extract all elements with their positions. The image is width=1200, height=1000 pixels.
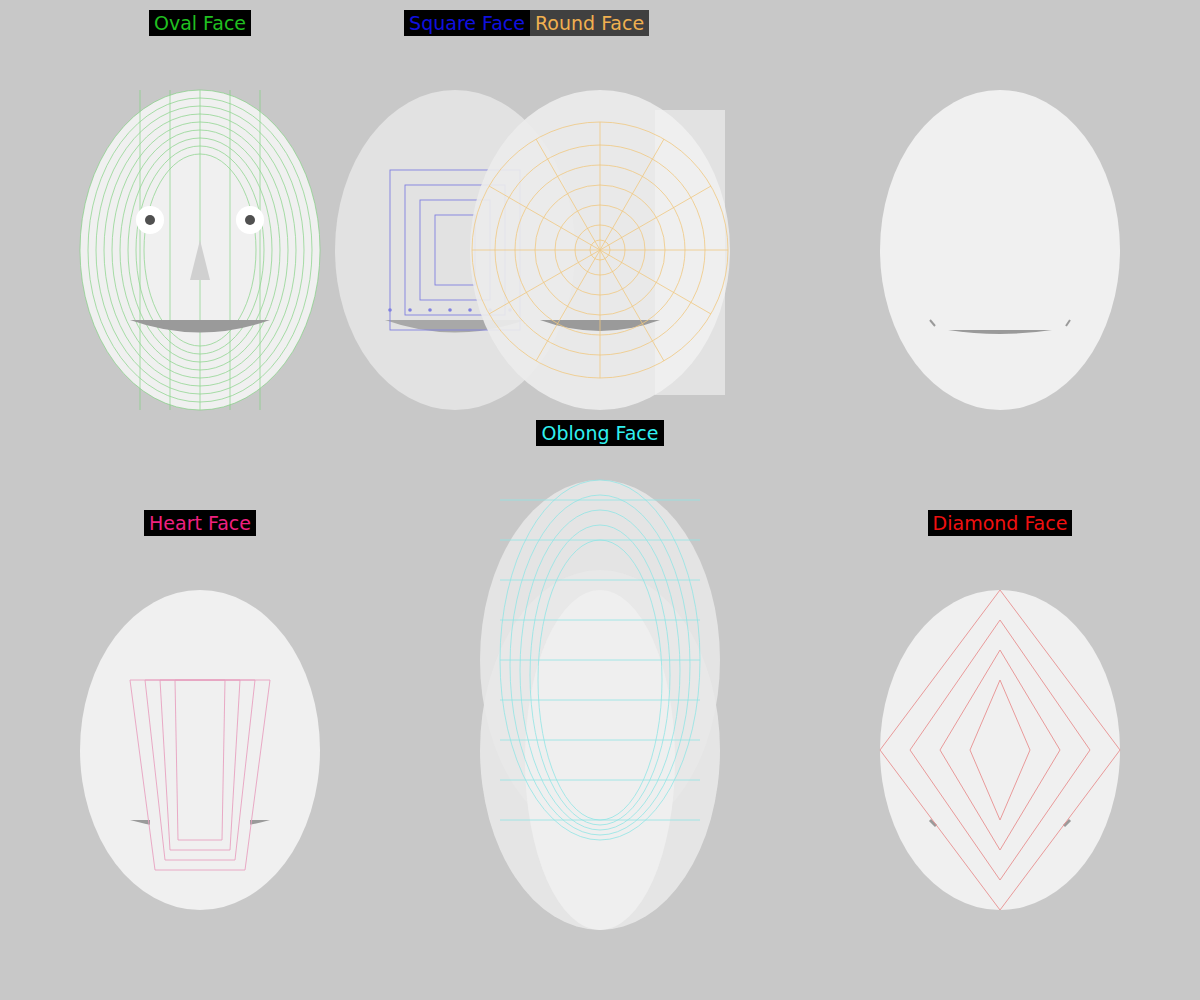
heart-face [80, 590, 320, 910]
plain-face [880, 90, 1120, 410]
face-title: Round Face [530, 10, 649, 36]
oval-face [80, 90, 320, 410]
face-title: Square Face [404, 10, 530, 36]
face-title: Oblong Face [536, 420, 663, 446]
face-title: Diamond Face [928, 510, 1073, 536]
oblong-face [480, 480, 720, 930]
round-face [470, 90, 730, 410]
face-title: Heart Face [144, 510, 256, 536]
face-title: Oval Face [149, 10, 251, 36]
diamond-face [880, 590, 1120, 910]
